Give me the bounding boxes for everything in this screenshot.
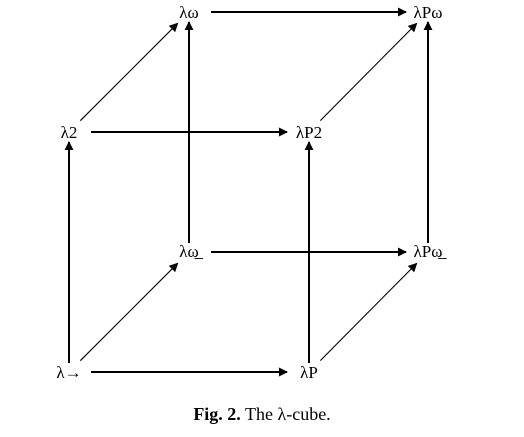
nodes-layer: λω λPω λ2 λP2 λω̲ λPω̲ λ→ λP	[56, 3, 447, 382]
edges-layer	[64, 7, 433, 377]
node-lambda-p-omega: λPω	[414, 3, 443, 22]
figure-caption: Fig. 2. The λ-cube.	[0, 404, 524, 425]
figure-caption-text: The λ-cube.	[245, 404, 331, 424]
node-lambda-2: λ2	[61, 123, 78, 142]
node-lambda-omega-underline: λω̲	[179, 242, 203, 261]
node-lambda-arrow: λ→	[56, 363, 81, 382]
edge-lambda-arrow-to-lambda-omega-underline	[79, 262, 179, 362]
node-lambda-p2: λP2	[296, 123, 322, 142]
figure-number: Fig. 2.	[193, 404, 241, 424]
node-lambda-p: λP	[300, 363, 318, 382]
node-lambda-p-omega-underline: λPω̲	[414, 242, 448, 261]
edge-lambda-p-to-lambda-p-omega-underline	[319, 262, 418, 361]
edge-lambda-2-to-lambda-omega	[79, 22, 179, 122]
edge-lambda-p2-to-lambda-p-omega	[319, 22, 418, 121]
node-lambda-omega: λω	[179, 3, 198, 22]
